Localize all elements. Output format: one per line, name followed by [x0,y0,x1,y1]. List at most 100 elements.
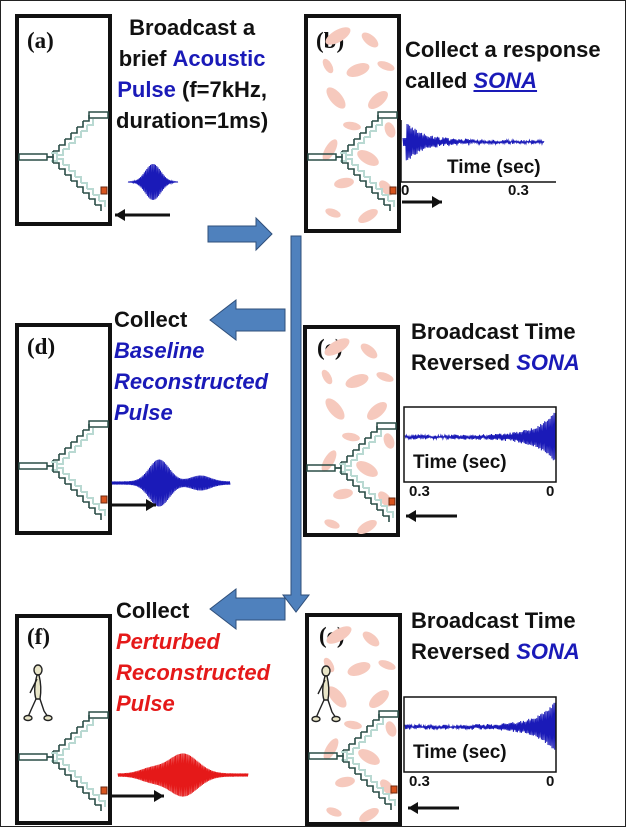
stair-step [382,195,388,201]
scatterer-ellipse [334,775,355,788]
stair-step [357,448,363,454]
stair-step [342,145,348,151]
stair-step [375,430,381,436]
stair-step [59,739,65,745]
scatterer-ellipse [341,431,360,442]
arrow-layer [108,196,459,814]
scatterer-ellipse [325,806,343,819]
stair-step [375,500,381,506]
stair-step [361,780,367,786]
scatterer-ellipse [382,432,397,450]
stair-step [370,183,376,189]
stair-step [71,127,77,133]
stair-step [71,490,77,496]
stair-step [63,743,69,749]
stair-step [387,512,393,518]
stair-step [343,762,349,768]
stair-step [370,125,376,131]
corridor-segment [377,423,396,429]
scatterer-ellipse [376,59,396,73]
stair-step [83,193,89,199]
stair-step [367,786,373,792]
stair-step [371,724,377,730]
stair-step [59,139,65,145]
stair-step [359,438,365,444]
panel-d-collect-arrow-head [146,499,156,511]
scatterer-ellipse [323,518,341,531]
stair-step [355,774,361,780]
stair-step [89,508,95,514]
stair-step [359,736,365,742]
speaker-source-icon [390,187,396,194]
stair-step [83,424,89,430]
stair-step [87,428,93,434]
walker-layer [24,665,340,722]
baseline-reconstructed-pulse-waveform [112,460,230,507]
stair-step [83,715,89,721]
stair-step [63,765,69,771]
stair-step [69,171,75,177]
stair-step [360,127,366,133]
walker-head [322,666,330,676]
walker-body [323,676,329,700]
sona-response-waveform [403,124,544,160]
corridor-segment [379,711,398,717]
scatterer-ellipse [324,623,354,647]
stair-step [369,436,375,442]
scatterer-ellipse [346,659,373,678]
corridor-segment [89,112,108,118]
stair-step [87,189,93,195]
stair-step [348,169,354,175]
scatterer-ellipse [319,448,340,474]
stair-step [95,514,101,520]
stair-step [65,775,71,781]
scatterer-ellipse [383,121,398,139]
stair-step [87,789,93,795]
stair-step [371,504,377,510]
flow-arrow-right [208,218,272,250]
scatterer-ellipse [375,370,395,384]
stair-step [388,201,394,207]
stair-step [359,492,365,498]
stair-step [53,472,59,478]
stair-step [379,798,385,804]
scatterer-ellipse [321,736,342,762]
stair-step [83,115,89,121]
stair-step [89,199,95,205]
stair-step [376,189,382,195]
corridor-segment [19,754,47,760]
stair-step [349,768,355,774]
stair-step [373,792,379,798]
stair-step [81,125,87,131]
stair-step [69,737,75,743]
stair-step [83,793,89,799]
panel-f-collect-arrow-head [154,790,164,802]
perturbed-reconstructed-pulse-waveform [118,753,248,796]
walker-leg [316,700,324,718]
stair-step [352,165,358,171]
stair-step [75,177,81,183]
stair-step [348,139,354,145]
stair-step [93,504,99,510]
scatterer-ellipse [364,399,390,424]
stair-step [383,516,389,522]
stair-step [376,119,382,125]
walker-body [35,675,41,699]
stair-step [383,794,389,800]
stair-step [77,721,83,727]
walker-foot [44,716,52,721]
stair-step [341,752,347,758]
corridor-segment [89,421,108,427]
flow-arrow-down [283,236,309,612]
scatterer-ellipse [366,687,392,712]
stair-step [377,788,383,794]
scatterer-ellipse [320,368,335,386]
stair-step [381,506,387,512]
stair-step [361,726,367,732]
stair-step [373,714,379,720]
speaker-source-icon [101,787,107,794]
stair-step [371,426,377,432]
stair-step [71,436,77,442]
stair-step [81,492,87,498]
